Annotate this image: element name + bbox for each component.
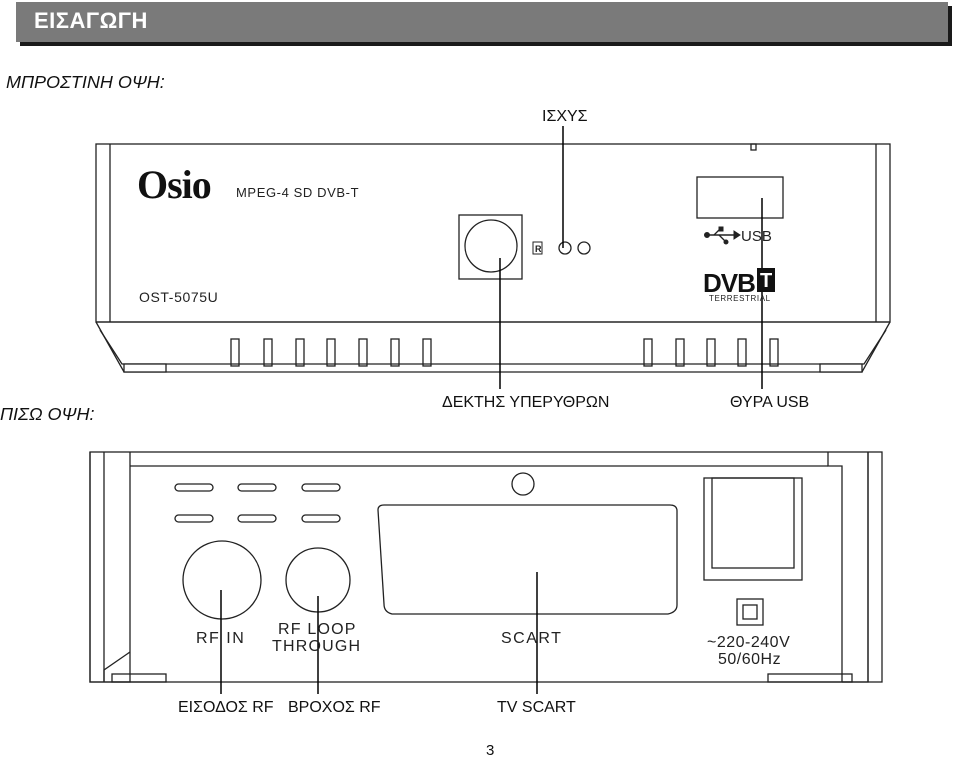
front-view-label: ΜΠΡΟΣΤΙΝΗ ΟΨΗ: [6, 72, 165, 92]
rf-loop-callout: ΒΡΟΧΟΣ RF [288, 699, 381, 716]
power-spec-1: ~220-240V [707, 634, 790, 651]
rf-in-label: RF IN [196, 630, 245, 647]
dvb-t-box [757, 268, 775, 292]
power-cord-bay [703, 477, 803, 581]
model-number: OST-5075U [139, 289, 218, 305]
ir-receiver-callout: ΔΕΚΤΗΣ ΥΠΕΡΥΘΡΩΝ [442, 394, 610, 411]
scart-label: SCART [501, 630, 562, 647]
usb-icon [704, 226, 741, 245]
usb-port-callout: ΘΥΡΑ USB [730, 394, 810, 411]
ir-mark-icon [532, 241, 543, 255]
terrestrial-label: TERRESTRIAL [709, 294, 771, 303]
power-callout: ΙΣΧΥΣ [542, 108, 588, 125]
standby-led [577, 241, 591, 255]
front-vents [230, 338, 779, 367]
rear-panel [89, 451, 883, 683]
ir-mark: R [535, 244, 542, 254]
rear-screw [511, 472, 535, 496]
front-subtitle: MPEG-4 SD DVB-T [236, 185, 359, 200]
double-insulation-icon [736, 598, 764, 626]
tv-scart-callout: TV SCART [497, 699, 576, 716]
rf-input-callout: ΕΙΣΟΔΟΣ RF [178, 699, 274, 716]
usb-label: USB [741, 228, 772, 245]
rear-vents [174, 483, 341, 523]
dvb-t: T [760, 270, 772, 292]
section-header: ΕΙΣΑΓΩΓΗ [16, 2, 948, 42]
ir-receiver-window [458, 214, 523, 280]
dvb-logo: DVB [703, 268, 755, 298]
rf-loop-label-1: RF LOOP [278, 621, 357, 638]
front-panel [95, 143, 891, 373]
scart-connector [377, 504, 678, 615]
rf-loop-label-2: THROUGH [272, 638, 361, 655]
usb-port [696, 176, 784, 219]
power-led [558, 241, 572, 255]
page-number: 3 [486, 742, 495, 759]
rf-in-connector [182, 540, 262, 620]
rear-view-label: ΠΙΣΩ ΟΨΗ: [0, 404, 95, 424]
power-spec-2: 50/60Hz [718, 651, 781, 668]
brand-logo: Osio [137, 162, 211, 207]
section-title: ΕΙΣΑΓΩΓΗ [34, 8, 148, 33]
